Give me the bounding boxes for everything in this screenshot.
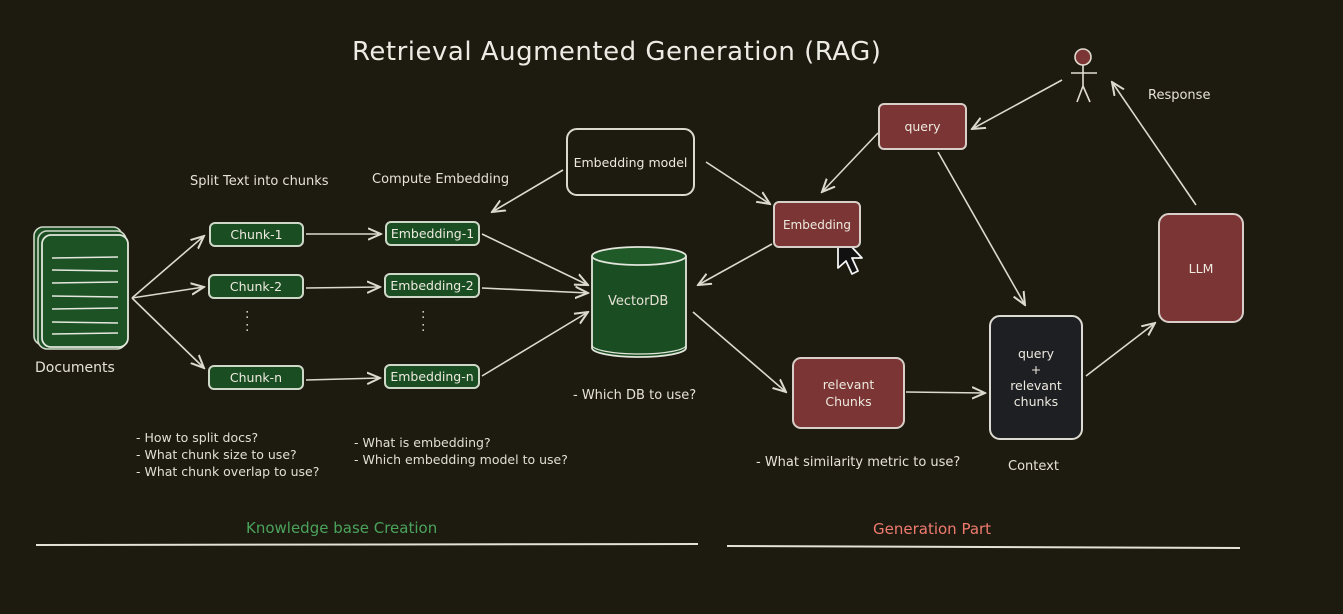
embedding-model-box: Embedding model: [566, 128, 695, 196]
which-db-note: - Which DB to use?: [573, 388, 697, 403]
embedding-ellipsis-1: :: [421, 307, 426, 322]
arrow-docs-chunkn: [131, 297, 204, 368]
embedding-label: Embedding: [782, 217, 852, 232]
arrow-llm-response: [1112, 82, 1197, 206]
context-label: Context: [1008, 459, 1059, 474]
chunk-2-label: Chunk-2: [229, 279, 283, 294]
chunk-n-box: Chunk-n: [208, 365, 304, 390]
arrow-chunkn-embn: [305, 378, 380, 380]
embedding-ellipsis-2: :: [421, 320, 426, 335]
query-label: query: [904, 119, 941, 134]
arrow-chunk2-emb2: [305, 287, 380, 288]
embedding-ellipsis: : :: [421, 308, 425, 334]
embedding-2-box: Embedding-2: [384, 273, 480, 298]
chunk-1-box: Chunk-1: [209, 222, 304, 247]
relevant-chunks-label: relevant Chunks: [822, 377, 875, 409]
chunk-ellipsis-1: :: [245, 307, 250, 322]
user-icon: [1071, 48, 1097, 103]
arrow-query-context: [937, 151, 1025, 305]
arrow-model-emb1: [492, 169, 564, 212]
embedding-1-label: Embedding-1: [390, 226, 475, 241]
chunk-ellipsis: : :: [245, 308, 249, 334]
relevant-chunks-box: relevant Chunks: [792, 357, 905, 429]
query-box: query: [878, 103, 967, 150]
embedding-box: Embedding: [773, 201, 861, 248]
compute-label: Compute Embedding: [372, 172, 510, 187]
arrow-model-embedding: [705, 161, 770, 204]
arrow-query-embedding: [822, 132, 879, 192]
similarity-note: - What similarity metric to use?: [756, 455, 961, 470]
arrow-vectordb-relevant: [692, 311, 786, 392]
embedding-1-box: Embedding-1: [385, 221, 480, 246]
embedding-n-box: Embedding-n: [384, 364, 480, 389]
arrow-embedding-vectordb: [698, 243, 773, 285]
arrow-relevant-context: [905, 392, 985, 393]
arrow-emb2-vectordb: [481, 288, 588, 293]
split-label: Split Text into chunks: [190, 174, 329, 189]
documents-icon: [33, 226, 129, 350]
response-label: Response: [1148, 88, 1211, 103]
arrow-docs-chunk1: [131, 236, 204, 299]
chunk-1-label: Chunk-1: [230, 227, 283, 242]
generation-section-label: Generation Part: [873, 520, 992, 538]
embedding-model-label: Embedding model: [573, 154, 688, 170]
arrow-emb1-vectordb: [481, 233, 588, 285]
chunk-ellipsis-2: :: [245, 320, 250, 335]
embedding-2-label: Embedding-2: [390, 278, 474, 293]
context-box-label: query + relevant chunks: [1010, 345, 1062, 409]
vectordb-cylinder: [591, 246, 687, 358]
arrow-user-query: [972, 79, 1063, 129]
knowledge-underline: [35, 543, 699, 546]
knowledge-section-label: Knowledge base Creation: [246, 519, 438, 537]
chunk-n-label: Chunk-n: [229, 370, 283, 385]
vectordb-label: VectorDB: [608, 294, 669, 309]
llm-box: LLM: [1158, 213, 1244, 323]
documents-label: Documents: [35, 360, 115, 376]
arrow-embn-vectordb: [481, 312, 588, 377]
page-title: Retrieval Augmented Generation (RAG): [352, 37, 882, 67]
chunk-2-box: Chunk-2: [208, 274, 304, 299]
split-notes: - How to split docs? - What chunk size t…: [136, 430, 320, 479]
context-box: query + relevant chunks: [989, 315, 1083, 440]
arrow-docs-chunk2: [131, 287, 204, 299]
generation-underline: [726, 545, 1241, 549]
embedding-notes: - What is embedding? - Which embedding m…: [354, 435, 568, 467]
embedding-n-label: Embedding-n: [390, 369, 474, 384]
llm-label: LLM: [1188, 260, 1214, 276]
arrow-context-llm: [1085, 323, 1155, 377]
